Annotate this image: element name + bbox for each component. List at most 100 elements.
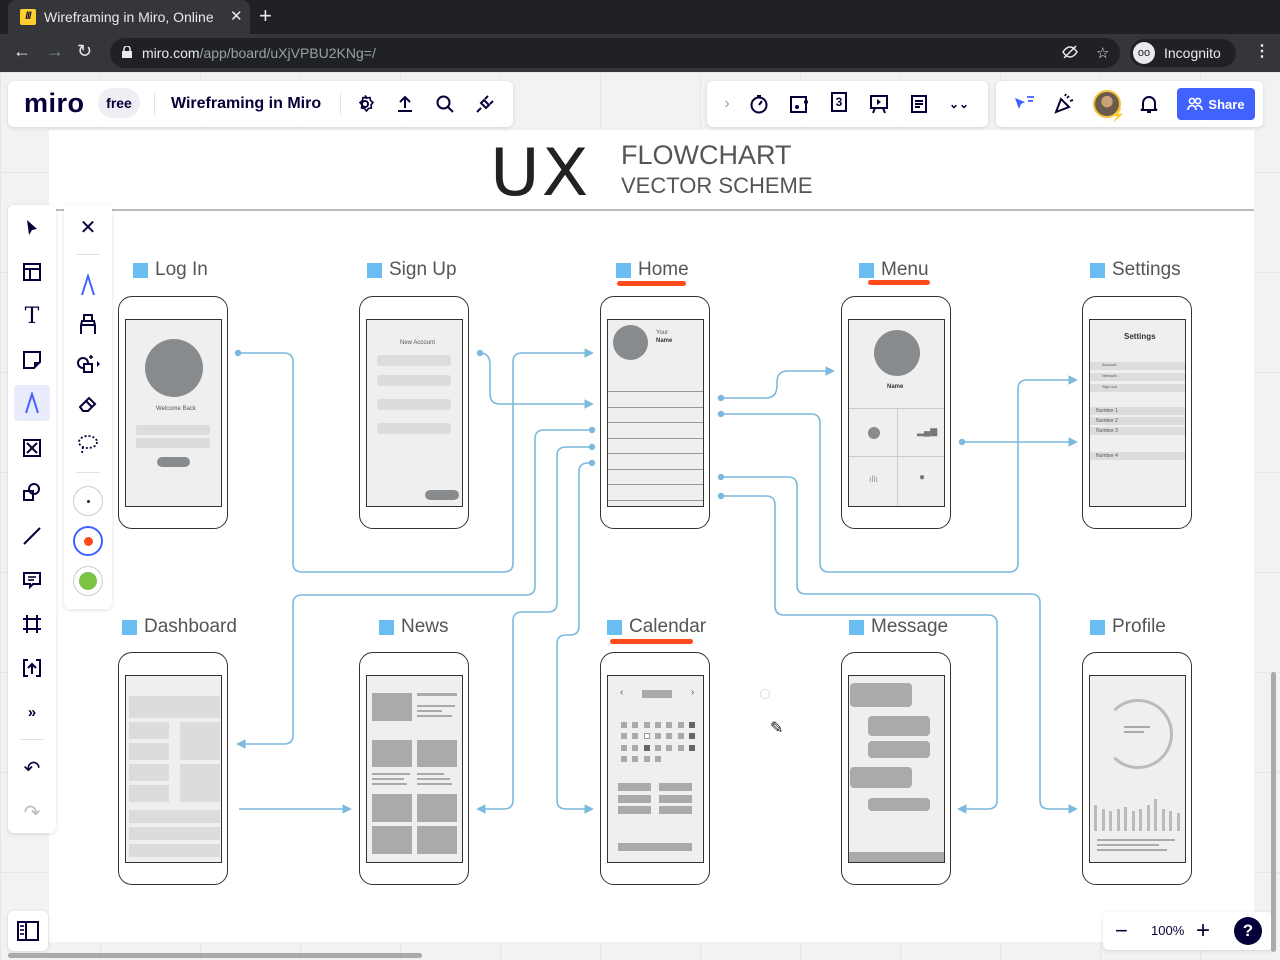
sticky-note-tool[interactable] (14, 342, 50, 378)
gear-icon[interactable] (353, 92, 377, 116)
zoom-level[interactable]: 100% (1151, 923, 1185, 938)
browser-tab[interactable]: /// Wireframing in Miro, Online ✕ (8, 0, 250, 34)
undo-icon[interactable]: ↶ (23, 757, 41, 780)
chevron-right-icon[interactable]: › (724, 95, 730, 112)
more-tools-icon[interactable]: » (27, 703, 37, 721)
lasso-icon[interactable] (70, 426, 106, 462)
news-image-placeholder (417, 740, 457, 767)
notes-icon[interactable] (907, 92, 931, 116)
zoom-in-button[interactable]: + (1196, 917, 1211, 944)
templates-tool[interactable] (14, 254, 50, 290)
profile-bar (1146, 805, 1150, 831)
address-bar[interactable]: miro.com/app/board/uXjVPBU2KNg=/ ☆ (110, 38, 1120, 68)
profile-bar (1139, 809, 1142, 831)
profile-bar (1169, 811, 1172, 831)
search-icon[interactable] (433, 92, 457, 116)
plug-icon[interactable] (473, 92, 497, 116)
color-dot (79, 572, 97, 590)
incognito-badge[interactable]: oo Incognito (1130, 39, 1236, 67)
plan-badge[interactable]: free (98, 88, 140, 118)
new-tab-button[interactable]: + (259, 3, 272, 28)
line-chart-icon: ıllı (869, 474, 878, 484)
dashboard-screen (125, 675, 222, 863)
bell-icon[interactable] (1137, 92, 1161, 116)
zoom-out-button[interactable]: − (1115, 918, 1128, 943)
vertical-scrollbar[interactable] (1271, 672, 1276, 952)
settings-row-label: Account (1102, 362, 1117, 367)
menu-grid-line (897, 408, 898, 506)
miro-logo[interactable]: miro (24, 88, 85, 118)
comment-tool[interactable] (14, 562, 50, 598)
board-panel-toggle[interactable] (8, 911, 48, 951)
calendar-day-cell (654, 744, 661, 751)
browser-toolbar: ← → ↻ miro.com/app/board/uXjVPBU2KNg=/ ☆… (0, 34, 1280, 72)
profile-ring-text-line (1124, 726, 1150, 728)
url-host: miro.com (142, 45, 200, 61)
news-text-line (417, 773, 444, 775)
redo-icon[interactable]: ↷ (23, 801, 41, 824)
phone-profile (1082, 652, 1192, 885)
card-icon[interactable] (787, 92, 811, 116)
phone-dashboard (118, 652, 228, 885)
screen-label-signup: Sign Up (367, 259, 457, 281)
timer-icon[interactable] (747, 92, 771, 116)
color-swatch-orange[interactable] (73, 526, 103, 556)
cursor-filter-icon[interactable] (1012, 92, 1036, 116)
share-button[interactable]: Share (1177, 88, 1255, 120)
settings-row-label: Network (1102, 373, 1117, 378)
shapes-tool[interactable] (14, 474, 50, 510)
back-icon[interactable]: ← (13, 41, 31, 61)
stroke-size-swatch[interactable] (73, 486, 103, 516)
news-text-line (417, 715, 452, 717)
url-path: /app/board/uXjVPBU2KNg=/ (199, 45, 376, 61)
news-screen (366, 675, 463, 863)
dashboard-block (129, 696, 220, 718)
presentation-icon[interactable] (867, 92, 891, 116)
color-swatch-green[interactable] (73, 566, 103, 596)
settings-toggle-row: Number 1 (1090, 407, 1185, 415)
calendar-prev-icon: ‹ (620, 687, 624, 698)
calendar-event-placeholder (618, 806, 651, 814)
pen-tool[interactable] (14, 385, 50, 421)
upload-icon[interactable] (393, 92, 417, 116)
pen-icon[interactable] (70, 267, 106, 303)
close-icon[interactable]: ✕ (79, 216, 97, 239)
close-tab-icon[interactable]: ✕ (230, 8, 243, 25)
celebrate-icon[interactable] (1052, 92, 1076, 116)
menu-screen: Name ▂▄▆ ıllı ● (848, 319, 945, 507)
collaboration-toolbar: › 3 ⌄⌄ (707, 81, 988, 127)
select-tool[interactable] (14, 210, 50, 246)
tracking-blocked-icon[interactable] (1062, 44, 1078, 64)
highlight-stroke-home[interactable] (617, 281, 686, 286)
help-button[interactable]: ? (1234, 917, 1262, 945)
forward-icon[interactable]: → (46, 41, 64, 61)
more-chevrons-icon[interactable]: ⌄⌄ (948, 97, 970, 111)
settings-row-signout: Sign out (1090, 384, 1185, 392)
eraser-icon[interactable] (70, 386, 106, 422)
calendar-day-cell (654, 755, 661, 762)
text-tool[interactable]: T (24, 303, 40, 329)
header-divider (49, 209, 1254, 211)
phone-news (359, 652, 469, 885)
calendar-screen: ‹ › (607, 675, 704, 863)
line-tool[interactable] (14, 518, 50, 554)
label-square-icon (849, 619, 864, 635)
smart-drawing-icon[interactable] (70, 346, 106, 382)
frame-tool[interactable] (14, 606, 50, 642)
upload-tool[interactable] (14, 650, 50, 686)
calendar-event-placeholder (659, 783, 692, 791)
voting-icon[interactable]: 3 (831, 92, 847, 112)
highlight-stroke-calendar[interactable] (610, 639, 693, 644)
calendar-event-placeholder (618, 783, 651, 791)
browser-menu-icon[interactable]: ⋮ (1254, 43, 1270, 60)
highlight-stroke-menu[interactable] (868, 280, 930, 285)
avatar[interactable] (1093, 90, 1121, 118)
reload-icon[interactable]: ↻ (77, 41, 93, 61)
calendar-day-cell (621, 733, 627, 740)
horizontal-scrollbar[interactable] (8, 953, 422, 958)
highlighter-icon[interactable] (70, 306, 106, 342)
bookmark-star-icon[interactable]: ☆ (1096, 45, 1110, 62)
calendar-day-cell (688, 722, 695, 728)
frame-shape-tool[interactable] (14, 430, 50, 466)
board-title[interactable]: Wireframing in Miro (171, 95, 322, 112)
